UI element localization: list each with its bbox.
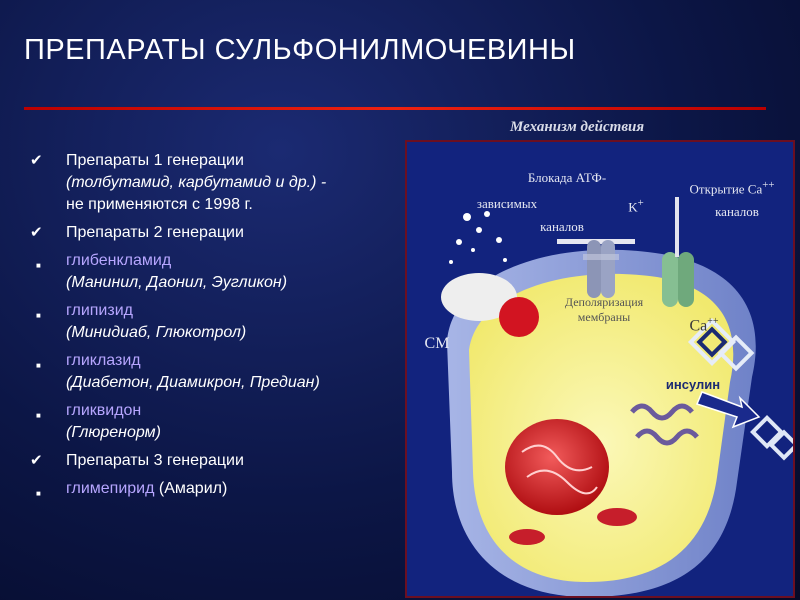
list-item-glibenclamide: ■ глибенкламид (Манинил, Даонил, Эуглико… xyxy=(36,252,288,291)
nucleus xyxy=(505,419,609,515)
calcium-ion-label: Ca++ xyxy=(689,316,719,335)
square-bullet-icon: ■ xyxy=(36,489,41,498)
atp-block-label: Блокада АТФ- xyxy=(527,170,607,185)
depolarization-label: Деполяризация мембраны xyxy=(564,295,644,324)
atp-channel-icon xyxy=(583,240,619,298)
square-bullet-icon: ■ xyxy=(36,261,41,270)
beta-cell-illustration xyxy=(441,197,793,596)
drug-generation-list: ✔ Препараты 1 генерации (толбутамид, кар… xyxy=(24,150,404,506)
list-item-glipizide: ■ глипизид (Минидиаб, Глюкотрол) xyxy=(36,302,247,341)
potassium-label: K+ xyxy=(628,197,644,215)
receptor-binding-site xyxy=(499,297,539,337)
list-item-gen3: ✔ Препараты 3 генерации xyxy=(24,450,404,472)
atp-block-label-2: зависимых xyxy=(476,196,538,211)
mechanism-title: Механизм действия xyxy=(510,119,645,135)
insulin-label: инсулин xyxy=(665,377,721,392)
calcium-open-label-2: каналов xyxy=(715,204,759,219)
drug-molecules-icon xyxy=(449,211,507,264)
mechanism-diagram: Блокада АТФ- зависимых каналов K+ Открыт… xyxy=(405,140,795,598)
list-item-gliclazide: ■ гликлазид (Диабетон, Диамикрон, Предиа… xyxy=(36,352,320,391)
calcium-open-label: Открытие Ca++ xyxy=(689,179,775,197)
mitochondrion xyxy=(509,529,545,545)
insulin-granule-icon xyxy=(687,317,793,461)
sulfonylurea-label: СМ xyxy=(424,335,450,352)
check-icon: ✔ xyxy=(30,224,43,241)
page-title: ПРЕПАРАТЫ СУЛЬФОНИЛМОЧЕВИНЫ xyxy=(24,34,576,66)
square-bullet-icon: ■ xyxy=(36,311,41,320)
sulfonylurea-receptor xyxy=(441,273,517,321)
square-bullet-icon: ■ xyxy=(36,361,41,370)
list-item-gliquidone: ■ гликвидон (Глюренорм) xyxy=(36,402,161,441)
list-item-glimepiride: ■ глимепирид (Амарил) xyxy=(24,478,404,500)
insulin-arrow-icon xyxy=(695,391,761,429)
atp-block-label-3: каналов xyxy=(540,219,584,234)
list-item-gen2: ✔ Препараты 2 генерации xyxy=(24,222,404,244)
mitochondrion xyxy=(597,508,637,526)
list-item-gen1: ✔ Препараты 1 генерации (толбутамид, кар… xyxy=(30,152,327,213)
check-icon: ✔ xyxy=(30,152,43,169)
title-divider xyxy=(24,107,766,110)
check-icon: ✔ xyxy=(30,452,43,469)
calcium-channel-icon xyxy=(662,197,694,307)
square-bullet-icon: ■ xyxy=(36,411,41,420)
